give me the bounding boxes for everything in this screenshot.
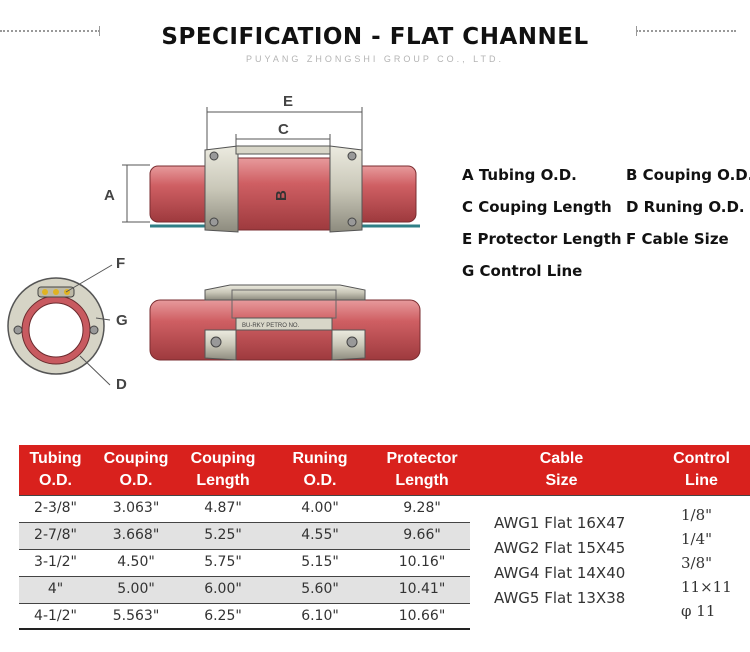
- cell-couping-length: 6.00": [204, 581, 242, 597]
- side-view-bottom: BU-RKY PETRO NO.: [149, 284, 421, 361]
- cell-tubing-od: 2-3/8": [34, 500, 77, 516]
- control-line-item: 1/8": [681, 506, 713, 524]
- cell-couping-length: 5.25": [204, 527, 242, 543]
- label-f: F: [116, 255, 125, 272]
- cable-size-item: AWG2 Flat 15X45: [494, 539, 626, 557]
- cell-couping-od: 5.00": [117, 581, 155, 597]
- side-view-top: B: [149, 145, 420, 233]
- protector-drawing: E C A B: [7, 93, 421, 393]
- cable-size-item: AWG1 Flat 16X47: [494, 514, 626, 532]
- lower-body-text: BU-RKY PETRO NO.: [242, 323, 300, 329]
- legend-f: F Cable Size: [626, 230, 729, 248]
- cable-size-cell: AWG1 Flat 16X47 AWG2 Flat 15X45 AWG4 Fla…: [470, 496, 653, 630]
- cell-tubing-od: 4": [47, 581, 64, 597]
- end-view: [7, 277, 105, 375]
- page-title: SPECIFICATION - FLAT CHANNEL: [161, 24, 589, 50]
- cell-couping-length: 6.25": [204, 608, 242, 624]
- cell-couping-length: 4.87": [204, 500, 242, 516]
- table-row: 4-1/2" 5.563" 6.25" 6.10" 10.66": [19, 603, 750, 630]
- legend-d: D Runing O.D.: [626, 198, 745, 216]
- cell-protector-length: 9.66": [403, 527, 441, 543]
- label-e: E: [283, 93, 293, 110]
- cell-tubing-od: 3-1/2": [34, 554, 77, 570]
- cell-protector-length: 9.28": [403, 500, 441, 516]
- decorative-dotted-line-left: [0, 26, 100, 36]
- legend-e: E Protector Length: [462, 230, 622, 248]
- table-row: 3-1/2" 4.50" 5.75" 5.15" 10.16": [19, 549, 750, 576]
- legend-g: G Control Line: [462, 262, 583, 280]
- cable-size-item: AWG5 Flat 13X38: [494, 589, 626, 607]
- label-d: D: [116, 376, 127, 393]
- label-c: C: [278, 121, 289, 138]
- cell-runing-od: 4.55": [301, 527, 339, 543]
- cell-runing-od: 6.10": [301, 608, 339, 624]
- legend-b: B Couping O.D.: [626, 166, 750, 184]
- dimension-a: A: [104, 164, 150, 223]
- cell-protector-length: 10.66": [398, 608, 446, 624]
- cell-protector-length: 10.16": [398, 554, 446, 570]
- control-line-item: φ 11: [681, 602, 716, 620]
- cell-couping-od: 3.063": [112, 500, 160, 516]
- company-subtitle: PUYANG ZHONGSHI GROUP CO., LTD.: [245, 54, 505, 64]
- cell-runing-od: 5.15": [301, 554, 339, 570]
- cell-runing-od: 4.00": [301, 500, 339, 516]
- control-line-item: 1/4": [681, 530, 713, 548]
- control-line-item: 11×11: [681, 578, 732, 596]
- legend-a: A Tubing O.D.: [462, 166, 577, 184]
- control-line-item: 3/8": [681, 554, 713, 572]
- label-b: B: [273, 190, 290, 201]
- leader-lines: F G D: [65, 255, 128, 393]
- cell-couping-od: 3.668": [112, 527, 160, 543]
- cell-couping-od: 5.563": [112, 608, 160, 624]
- label-a: A: [104, 187, 115, 204]
- label-g: G: [116, 312, 128, 329]
- cell-couping-length: 5.75": [204, 554, 242, 570]
- cell-couping-od: 4.50": [117, 554, 155, 570]
- decorative-dotted-line-right: [636, 26, 736, 36]
- cable-size-item: AWG4 Flat 14X40: [494, 564, 626, 582]
- cell-tubing-od: 4-1/2": [34, 608, 77, 624]
- legend-c: C Couping Length: [462, 198, 612, 216]
- table-row: 2-3/8" 3.063" 4.87" 4.00" 9.28": [19, 495, 750, 522]
- cell-tubing-od: 2-7/8": [34, 527, 77, 543]
- cell-protector-length: 10.41": [398, 581, 446, 597]
- control-line-cell: 1/8" 1/4" 3/8" 11×11 φ 11: [653, 496, 750, 630]
- cell-runing-od: 5.60": [301, 581, 339, 597]
